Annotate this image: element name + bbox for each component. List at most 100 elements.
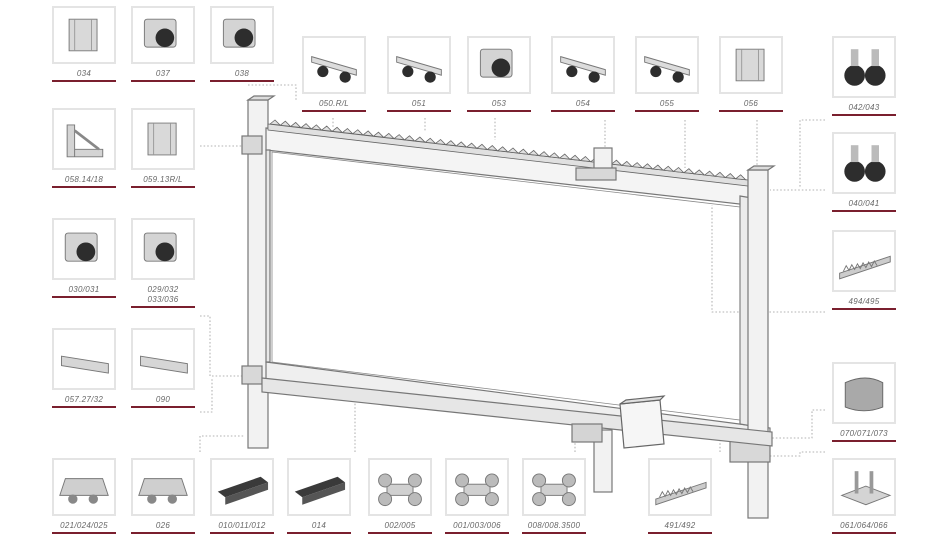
rack-tooth [289, 121, 302, 128]
part-tile: 030/031 [52, 218, 116, 304]
part-tile: 014 [287, 458, 351, 540]
part-tile: 491/492 [648, 458, 712, 540]
part-code: 014 [311, 521, 327, 530]
base-plate-icon [832, 458, 896, 516]
rack-tooth [434, 138, 447, 145]
rack-tooth [620, 160, 633, 167]
part-underline [131, 186, 195, 188]
rack-tooth [538, 151, 551, 158]
roller-bar-icon [635, 36, 699, 94]
part-underline [52, 532, 116, 534]
part-tile: 058.14/18 [52, 108, 116, 194]
roller-carriage-icon [368, 458, 432, 516]
center-post [575, 147, 617, 493]
part-underline [551, 110, 615, 112]
gear-rack [267, 119, 749, 187]
trolley-icon [131, 458, 195, 516]
rack-tooth [475, 143, 489, 150]
rack-tooth [631, 162, 644, 169]
part-code: 491/492 [664, 521, 696, 530]
rack-tooth [393, 134, 406, 141]
rack-tooth [382, 132, 395, 139]
rack-tooth [351, 129, 364, 136]
part-underline [635, 110, 699, 112]
toothed-rack-icon [832, 230, 896, 292]
part-underline [210, 80, 274, 82]
bottom-rail [261, 377, 773, 447]
part-code: 494/495 [848, 297, 880, 306]
rack-tooth [713, 171, 727, 178]
part-underline [52, 80, 116, 82]
part-code: 055 [659, 99, 675, 108]
part-underline [719, 110, 783, 112]
rack-tooth [331, 126, 344, 133]
part-tile: 042/043 [832, 36, 896, 122]
part-tile: 059.13R/L [131, 108, 195, 194]
roller-bar-icon [302, 36, 366, 94]
rail-profile-icon [287, 458, 351, 516]
rack-tooth [672, 166, 685, 173]
part-code: 050.R/L [318, 99, 350, 108]
part-underline [52, 296, 116, 298]
part-code: 010/011/012 [218, 521, 266, 530]
rack-tooth [548, 152, 561, 159]
part-tile: 494/495 [832, 230, 896, 316]
part-code: 054 [575, 99, 591, 108]
roller-carriage-icon [522, 458, 586, 516]
part-underline [52, 186, 116, 188]
part-code: 026 [155, 521, 171, 530]
roller-carriage-icon [445, 458, 509, 516]
part-code: 042/043 [848, 103, 880, 112]
bracket-plate-icon [52, 6, 116, 64]
part-underline [648, 532, 712, 534]
guide-wheel-pair-icon [832, 36, 896, 98]
part-tile: 040/041 [832, 132, 896, 218]
rack-tooth [268, 119, 282, 126]
rack-tooth [455, 141, 468, 148]
part-code: 040/041 [848, 199, 880, 208]
part-underline [131, 306, 195, 308]
rack-tooth [579, 155, 592, 163]
gate-motor [619, 395, 666, 449]
flat-plate-icon [52, 328, 116, 390]
part-underline [302, 110, 366, 112]
part-tile: 070/071/073 [832, 362, 896, 448]
part-underline [467, 110, 531, 112]
part-underline [368, 532, 432, 534]
end-stop-icon [832, 362, 896, 424]
part-code: 021/024/025 [60, 521, 108, 530]
rail-profile-icon [210, 458, 274, 516]
rack-tooth [486, 145, 499, 152]
rack-tooth [506, 147, 520, 154]
part-underline [131, 532, 195, 534]
part-tile: 053 [467, 36, 531, 118]
rack-tooth [362, 130, 375, 137]
rack-tooth [320, 125, 333, 132]
part-tile: 026 [131, 458, 195, 540]
rack-tooth [310, 124, 323, 131]
end-roller-icon [467, 36, 531, 94]
bracket-plate-icon [131, 108, 195, 170]
rack-tooth [465, 142, 478, 149]
rack-tooth [403, 135, 416, 142]
right-post [729, 165, 776, 519]
bracket-plate-icon [719, 36, 783, 94]
part-tile: 001/003/006 [445, 458, 509, 540]
rack-tooth [527, 149, 540, 156]
part-underline [210, 532, 274, 534]
part-code: 037 [155, 69, 171, 78]
part-code: 090 [155, 395, 171, 404]
rack-tooth [517, 148, 530, 155]
part-underline [445, 532, 509, 534]
guide-wheel-pair-icon [832, 132, 896, 194]
rack-tooth [641, 163, 654, 170]
rack-tooth [569, 154, 582, 161]
rack-tooth [424, 137, 437, 144]
part-code: 029/032 033/036 [147, 285, 179, 304]
rack-tooth [300, 123, 313, 130]
part-code: 070/071/073 [840, 429, 888, 438]
part-code: 061/064/066 [840, 521, 888, 530]
part-code: 002/005 [384, 521, 416, 530]
flat-plate-icon [131, 328, 195, 390]
part-code: 058.14/18 [64, 175, 104, 184]
